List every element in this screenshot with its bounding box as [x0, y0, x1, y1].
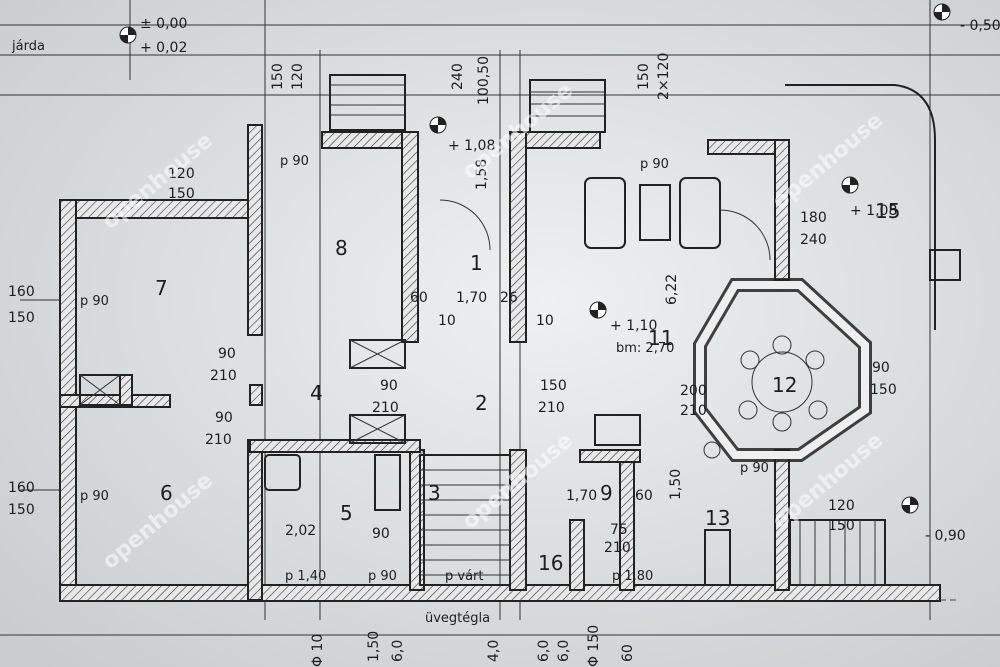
dim-left-4: 150	[8, 310, 35, 326]
room-15: 15	[875, 199, 900, 223]
dim-left-2: 150	[168, 186, 195, 202]
dim-bottom-8: 60	[620, 644, 636, 662]
glass-brick-note: üvegtégla	[425, 611, 490, 626]
p180-note: p 1,80	[612, 569, 653, 584]
drawing-labels: járda ± 0,00 + 0,02 - 0,50 + 1,08 + 1,10…	[8, 16, 1000, 667]
room-8: 8	[335, 236, 348, 260]
p90-note-2: p 90	[640, 157, 669, 172]
dim-top-4: 100,50	[476, 56, 492, 105]
room-13: 13	[705, 506, 730, 530]
p90-note-3: p 90	[80, 294, 109, 309]
dim-inner-90d: 90	[372, 526, 390, 542]
room-4: 4	[310, 381, 323, 405]
level-markers	[119, 3, 951, 514]
jarda-label: járda	[11, 39, 45, 54]
dim-inner-90a: 90	[218, 346, 236, 362]
room-6: 6	[160, 481, 173, 505]
dim-inner-26: 26	[500, 290, 518, 306]
room-1: 1	[470, 251, 483, 275]
dim-inner-180: 180	[800, 210, 827, 226]
room-16: 16	[538, 551, 563, 575]
furniture	[264, 177, 731, 586]
dim-inner-128: 1,50	[668, 469, 684, 500]
room-7: 7	[155, 276, 168, 300]
dim-inner-210e: 210	[604, 540, 631, 556]
level-corner-right: - 0,50	[960, 18, 1000, 34]
level-top-sub: + 0,02	[140, 40, 187, 56]
dim-inner-90c: 90	[215, 410, 233, 426]
dim-inner-210f: 210	[680, 403, 707, 419]
dim-bottom-3: 6,0	[390, 640, 406, 662]
dim-inner-60b: 60	[635, 488, 653, 504]
dim-bottom-4: 4,0	[486, 640, 502, 662]
dim-inner-210a: 210	[210, 368, 237, 384]
dim-inner-200: 200	[680, 383, 707, 399]
level-room15: + 1,08	[850, 203, 897, 219]
dim-inner-150b: 150	[828, 518, 855, 534]
dim-left-1: 120	[168, 166, 195, 182]
room-5: 5	[340, 501, 353, 525]
dim-inner-120: 120	[828, 498, 855, 514]
p90-note-5: p 90	[740, 461, 769, 476]
dim-top-6: 150	[636, 63, 652, 90]
dimension-grid	[0, 0, 1000, 636]
p90-note-4: p 90	[80, 489, 109, 504]
level-top-main: ± 0,00	[140, 16, 187, 32]
room-9: 9	[600, 481, 613, 505]
dim-bottom-2: 1,50	[366, 631, 382, 662]
room-3: 3	[428, 481, 441, 505]
room-11: 11	[648, 326, 673, 350]
dim-left-5: 160	[8, 480, 35, 496]
dim-left-3: 160	[8, 284, 35, 300]
bay-octagon	[693, 278, 872, 462]
dim-inner-202: 2,02	[285, 523, 316, 539]
dim-inner-150c: 150	[870, 382, 897, 398]
stairs	[329, 74, 886, 586]
level-bottom-right: - 0,90	[925, 528, 966, 544]
level-entrance: + 1,08	[448, 138, 495, 154]
dim-top-2: 120	[290, 63, 306, 90]
dim-inner-90e: 90	[872, 360, 890, 376]
dim-inner-170b: 1,70	[566, 488, 597, 504]
dim-top-1: 150	[270, 63, 286, 90]
door-symbols	[79, 199, 771, 444]
dim-inner-75: 75	[610, 522, 628, 538]
dim-inner-10b: 10	[536, 313, 554, 329]
dim-bottom-6: 6,0	[556, 640, 572, 662]
dim-top-5: 2×120	[656, 53, 672, 100]
dim-inner-622: 6,22	[664, 274, 680, 305]
dim-inner-210b: 210	[372, 400, 399, 416]
p90-note: p 90	[280, 154, 309, 169]
p90-note-6: p 90	[368, 569, 397, 584]
dim-inner-158: 1,58	[474, 159, 490, 190]
dim-inner-60: 60	[410, 290, 428, 306]
dim-inner-240: 240	[800, 232, 827, 248]
level-hall: + 1,10	[610, 318, 657, 334]
dim-inner-210c: 210	[538, 400, 565, 416]
room-2: 2	[475, 391, 488, 415]
room-12: 12	[772, 373, 797, 397]
p140-note: p 1,40	[285, 569, 326, 584]
bm-note: bm: 2,70	[616, 341, 674, 356]
dim-top-3: 240	[450, 63, 466, 90]
dim-inner-90b: 90	[380, 378, 398, 394]
pvar-note: p várt	[445, 569, 484, 584]
dim-left-6: 150	[8, 502, 35, 518]
dim-inner-150a: 150	[540, 378, 567, 394]
dim-bottom-7: Φ 150	[586, 625, 602, 667]
dim-bottom-5: 6,0	[536, 640, 552, 662]
dim-inner-210d: 210	[205, 432, 232, 448]
dim-inner-10a: 10	[438, 313, 456, 329]
dim-bottom-1: Φ 10	[310, 634, 326, 667]
dim-inner-170: 1,70	[456, 290, 487, 306]
